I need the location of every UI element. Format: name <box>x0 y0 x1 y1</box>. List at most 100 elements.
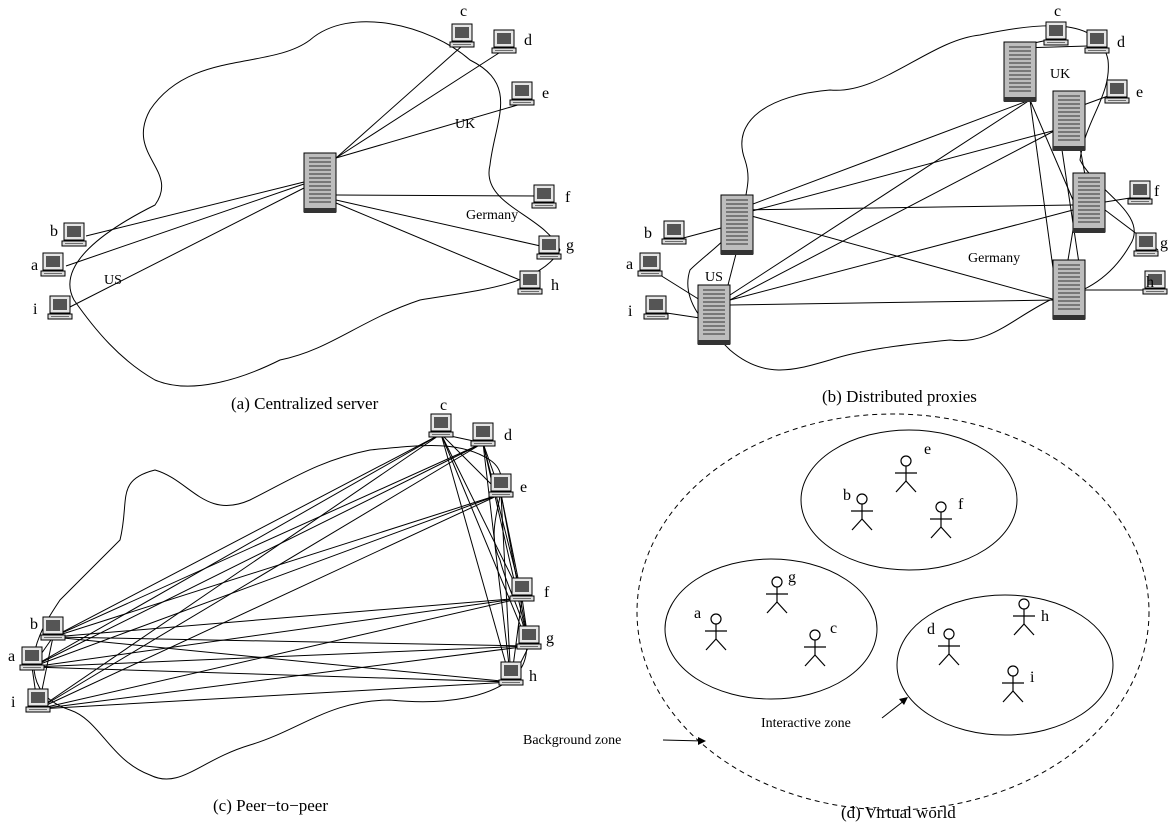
caption-d: (d) Virtual world <box>841 803 956 822</box>
client-label-a: a <box>626 256 633 273</box>
client-label-i: i <box>33 301 38 318</box>
client-label-d: d <box>1117 34 1125 51</box>
region-label-uk: UK <box>455 117 475 132</box>
computer-icon <box>1043 21 1069 46</box>
peer-link <box>52 493 502 638</box>
client-label-a: a <box>8 648 15 665</box>
client-label-g: g <box>1160 235 1168 252</box>
computer-icon <box>498 661 524 686</box>
avatar-label-c: c <box>830 620 837 637</box>
region-label-uk: UK <box>1050 67 1070 82</box>
peer-link <box>500 493 512 683</box>
computer-icon <box>1084 29 1110 54</box>
client-label-c: c <box>1054 3 1061 20</box>
client-label-e: e <box>542 85 549 102</box>
peer-link <box>37 597 523 710</box>
stick-figure-icon <box>803 629 827 667</box>
peer-link <box>52 433 442 638</box>
caption-c: (c) Peer−to−peer <box>213 796 328 815</box>
panel-peer-to-peer: c d e f g h b a i (c) Peer−to−peer <box>8 397 554 815</box>
stick-figure-icon <box>704 613 728 651</box>
peer-link <box>37 433 442 710</box>
computer-icon <box>47 295 73 320</box>
client-label-i: i <box>628 303 633 320</box>
computer-icon <box>516 625 542 650</box>
stick-figure-icon <box>929 501 953 539</box>
computer-icon <box>1104 79 1130 104</box>
peer-link <box>440 433 530 647</box>
peer-link <box>37 681 512 710</box>
client-label-f: f <box>544 584 550 601</box>
server-icon <box>1072 172 1106 234</box>
server-icon <box>1052 90 1086 152</box>
peer-link <box>52 636 512 683</box>
region-label-germany: Germany <box>466 208 518 223</box>
client-label-b: b <box>644 225 652 242</box>
interactive-zone <box>800 429 1018 571</box>
client-label-g: g <box>566 237 574 254</box>
interactive-zone <box>896 594 1114 736</box>
client-label-g: g <box>546 630 554 647</box>
caption-a: (a) Centralized server <box>231 394 379 413</box>
computer-icon <box>536 235 562 260</box>
computer-icon <box>25 688 51 713</box>
interactive-zone <box>664 558 878 700</box>
computer-icon <box>509 81 535 106</box>
client-label-e: e <box>520 479 527 496</box>
interactive-zone-arrow <box>881 699 906 719</box>
arrow-head-icon <box>899 697 908 705</box>
peer-link <box>52 442 484 638</box>
computer-icon <box>488 473 514 498</box>
computer-icon <box>61 222 87 247</box>
server-icon <box>697 284 731 346</box>
client-label-f: f <box>565 189 571 206</box>
computer-icon <box>470 422 496 447</box>
peer-link <box>37 442 484 710</box>
computer-icon <box>531 184 557 209</box>
client-label-c: c <box>460 3 467 20</box>
region-label-us: US <box>104 273 122 288</box>
world-boundary <box>69 21 561 387</box>
server-icon <box>720 194 754 256</box>
client-label-d: d <box>504 427 512 444</box>
avatar-label-i: i <box>1030 669 1035 686</box>
panel-distributed-proxies: c d e f g h b a i UK Germany US (b) Dist… <box>626 3 1168 406</box>
computer-icon <box>40 616 66 641</box>
interactive-zone-label: Interactive zone <box>761 716 851 731</box>
stick-figure-icon <box>765 576 789 614</box>
avatar-label-a: a <box>694 605 701 622</box>
avatar-label-h: h <box>1041 608 1049 625</box>
background-zone-label: Background zone <box>523 733 621 748</box>
stick-figure-icon <box>894 455 918 493</box>
peer-link <box>440 433 523 599</box>
region-label-us: US <box>705 270 723 285</box>
peer-link <box>52 636 530 647</box>
client-label-b: b <box>50 223 58 240</box>
server-icon <box>303 152 337 214</box>
peer-link <box>440 433 512 683</box>
computer-icon <box>517 270 543 295</box>
stick-figure-icon <box>850 493 874 531</box>
background-zone <box>636 413 1150 811</box>
client-label-h: h <box>1146 274 1154 291</box>
peer-link <box>31 666 512 683</box>
caption-b: (b) Distributed proxies <box>822 387 977 406</box>
client-label-i: i <box>11 694 16 711</box>
computer-icon <box>1127 180 1153 205</box>
peer-link <box>500 493 530 647</box>
client-label-h: h <box>551 277 559 294</box>
panel-centralized-server: c d e f g h b a i UK Germany US (a) Cent… <box>31 3 574 413</box>
peer-link <box>31 433 442 668</box>
peer-link <box>482 442 512 683</box>
peer-link <box>31 442 484 668</box>
peer-link <box>31 597 523 668</box>
stick-figure-icon <box>1012 598 1036 636</box>
computer-icon <box>509 577 535 602</box>
client-label-h: h <box>529 668 537 685</box>
server-icon <box>1003 41 1037 103</box>
computer-icon <box>449 23 475 48</box>
stick-figure-icon <box>937 628 961 666</box>
computer-icon <box>661 220 687 245</box>
